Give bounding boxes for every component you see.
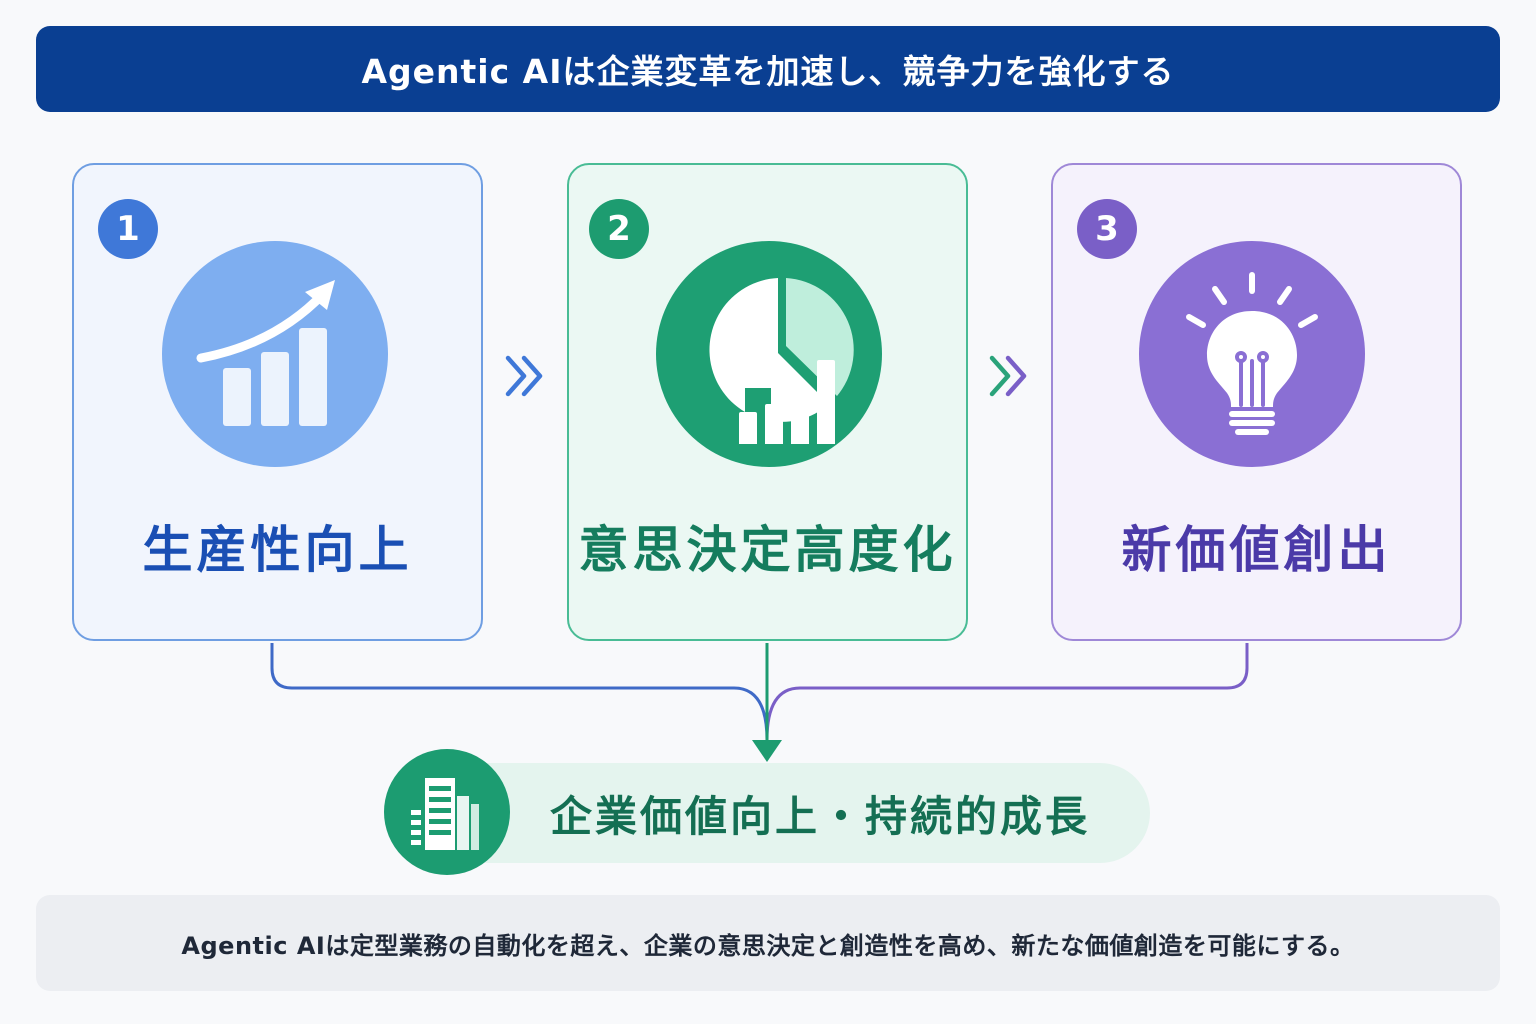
arrow-down-icon bbox=[752, 740, 782, 762]
header-banner: Agentic AIは企業変革を加速し、競争力を強化する bbox=[36, 26, 1500, 112]
chevron-right-icon bbox=[505, 355, 543, 397]
summary-footer: Agentic AIは定型業務の自動化を超え、企業の意思決定と創造性を高め、新た… bbox=[36, 895, 1500, 991]
growth-chart-icon bbox=[162, 241, 388, 467]
chevron-right-icon bbox=[989, 355, 1027, 397]
pie-bar-chart-icon bbox=[656, 241, 882, 467]
step-number-badge: 2 bbox=[589, 199, 649, 259]
step-title: 新価値創出 bbox=[1121, 521, 1392, 579]
result-label: 企業価値向上・持続的成長 bbox=[549, 791, 1090, 841]
step-title: 生産性向上 bbox=[142, 521, 413, 579]
lightbulb-icon bbox=[1139, 241, 1365, 467]
step-card-decision-making: 2 意思決定高度化 bbox=[567, 163, 968, 641]
step-number-badge: 1 bbox=[98, 199, 158, 259]
step-card-productivity: 1 生産性向上 bbox=[72, 163, 483, 641]
step-card-new-value: 3 新価値創出 bbox=[1051, 163, 1462, 641]
building-icon bbox=[384, 749, 510, 875]
step-title: 意思決定高度化 bbox=[578, 521, 957, 579]
step-number-badge: 3 bbox=[1077, 199, 1137, 259]
summary-text: Agentic AIは定型業務の自動化を超え、企業の意思決定と創造性を高め、新た… bbox=[181, 931, 1355, 960]
result-banner bbox=[384, 763, 1150, 863]
header-title: Agentic AIは企業変革を加速し、競争力を強化する bbox=[361, 52, 1175, 91]
